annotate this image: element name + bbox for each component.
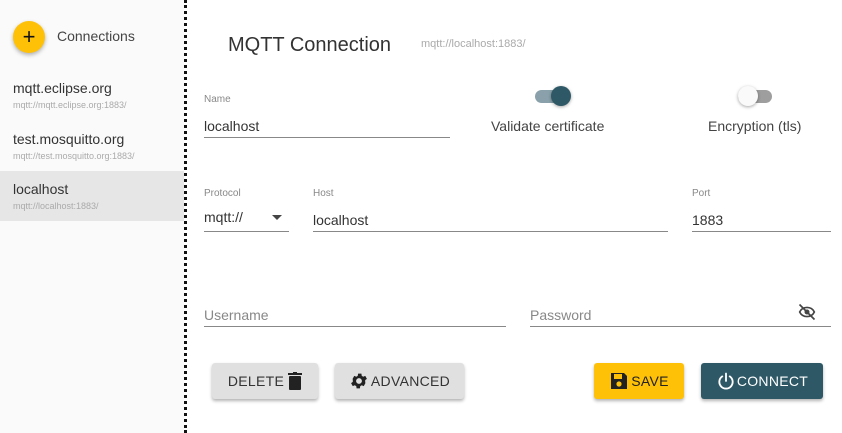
connection-url-subtitle: mqtt://localhost:1883/ bbox=[421, 38, 526, 50]
switch-thumb bbox=[738, 86, 758, 106]
connection-item[interactable]: mqtt.eclipse.org mqtt://mqtt.eclipse.org… bbox=[0, 70, 184, 120]
connection-url: mqtt://mqtt.eclipse.org:1883/ bbox=[13, 100, 127, 110]
advanced-label: ADVANCED bbox=[370, 373, 451, 389]
host-label: Host bbox=[313, 188, 334, 199]
host-input[interactable] bbox=[313, 208, 668, 232]
trash-icon bbox=[288, 372, 303, 390]
connection-item-active[interactable]: localhost mqtt://localhost:1883/ bbox=[0, 171, 184, 221]
page-title: MQTT Connection bbox=[228, 34, 392, 56]
username-input[interactable] bbox=[204, 303, 506, 327]
connection-url: mqtt://localhost:1883/ bbox=[13, 201, 99, 211]
save-button[interactable]: SAVE bbox=[594, 363, 684, 399]
eye-off-icon[interactable] bbox=[795, 302, 819, 322]
advanced-button[interactable]: ADVANCED bbox=[335, 363, 464, 399]
protocol-value: mqtt:// bbox=[204, 209, 243, 225]
name-label: Name bbox=[204, 94, 231, 105]
validate-certificate-switch[interactable] bbox=[535, 86, 571, 106]
add-connection-button[interactable]: + bbox=[13, 21, 45, 53]
connection-name: localhost bbox=[13, 181, 69, 197]
connect-label: CONNECT bbox=[736, 373, 809, 389]
name-input[interactable] bbox=[204, 114, 450, 138]
connection-name: test.mosquitto.org bbox=[13, 131, 125, 147]
delete-button[interactable]: DELETE bbox=[212, 363, 318, 399]
switch-thumb bbox=[551, 86, 571, 106]
plus-icon: + bbox=[22, 24, 36, 49]
encryption-switch[interactable] bbox=[738, 86, 774, 106]
connect-button[interactable]: CONNECT bbox=[701, 363, 823, 399]
floppy-disk-icon bbox=[609, 371, 629, 391]
connection-item[interactable]: test.mosquitto.org mqtt://test.mosquitto… bbox=[0, 121, 184, 171]
chevron-down-icon bbox=[272, 215, 282, 220]
power-icon bbox=[716, 371, 736, 391]
port-input[interactable] bbox=[692, 208, 831, 232]
port-label: Port bbox=[692, 188, 711, 199]
password-input[interactable] bbox=[530, 303, 831, 327]
protocol-select[interactable]: mqtt:// bbox=[204, 208, 289, 232]
connection-name: mqtt.eclipse.org bbox=[13, 80, 112, 96]
connections-sidebar: + Connections mqtt.eclipse.org mqtt://mq… bbox=[0, 0, 184, 433]
connection-url: mqtt://test.mosquitto.org:1883/ bbox=[13, 151, 135, 161]
delete-label: DELETE bbox=[227, 373, 285, 389]
validate-certificate-label: Validate certificate bbox=[491, 118, 605, 134]
save-label: SAVE bbox=[631, 373, 669, 389]
encryption-label: Encryption (tls) bbox=[708, 118, 802, 134]
connections-header: Connections bbox=[57, 28, 135, 44]
sidebar-divider[interactable] bbox=[184, 0, 187, 433]
gear-icon bbox=[349, 371, 369, 391]
protocol-label: Protocol bbox=[204, 188, 241, 199]
